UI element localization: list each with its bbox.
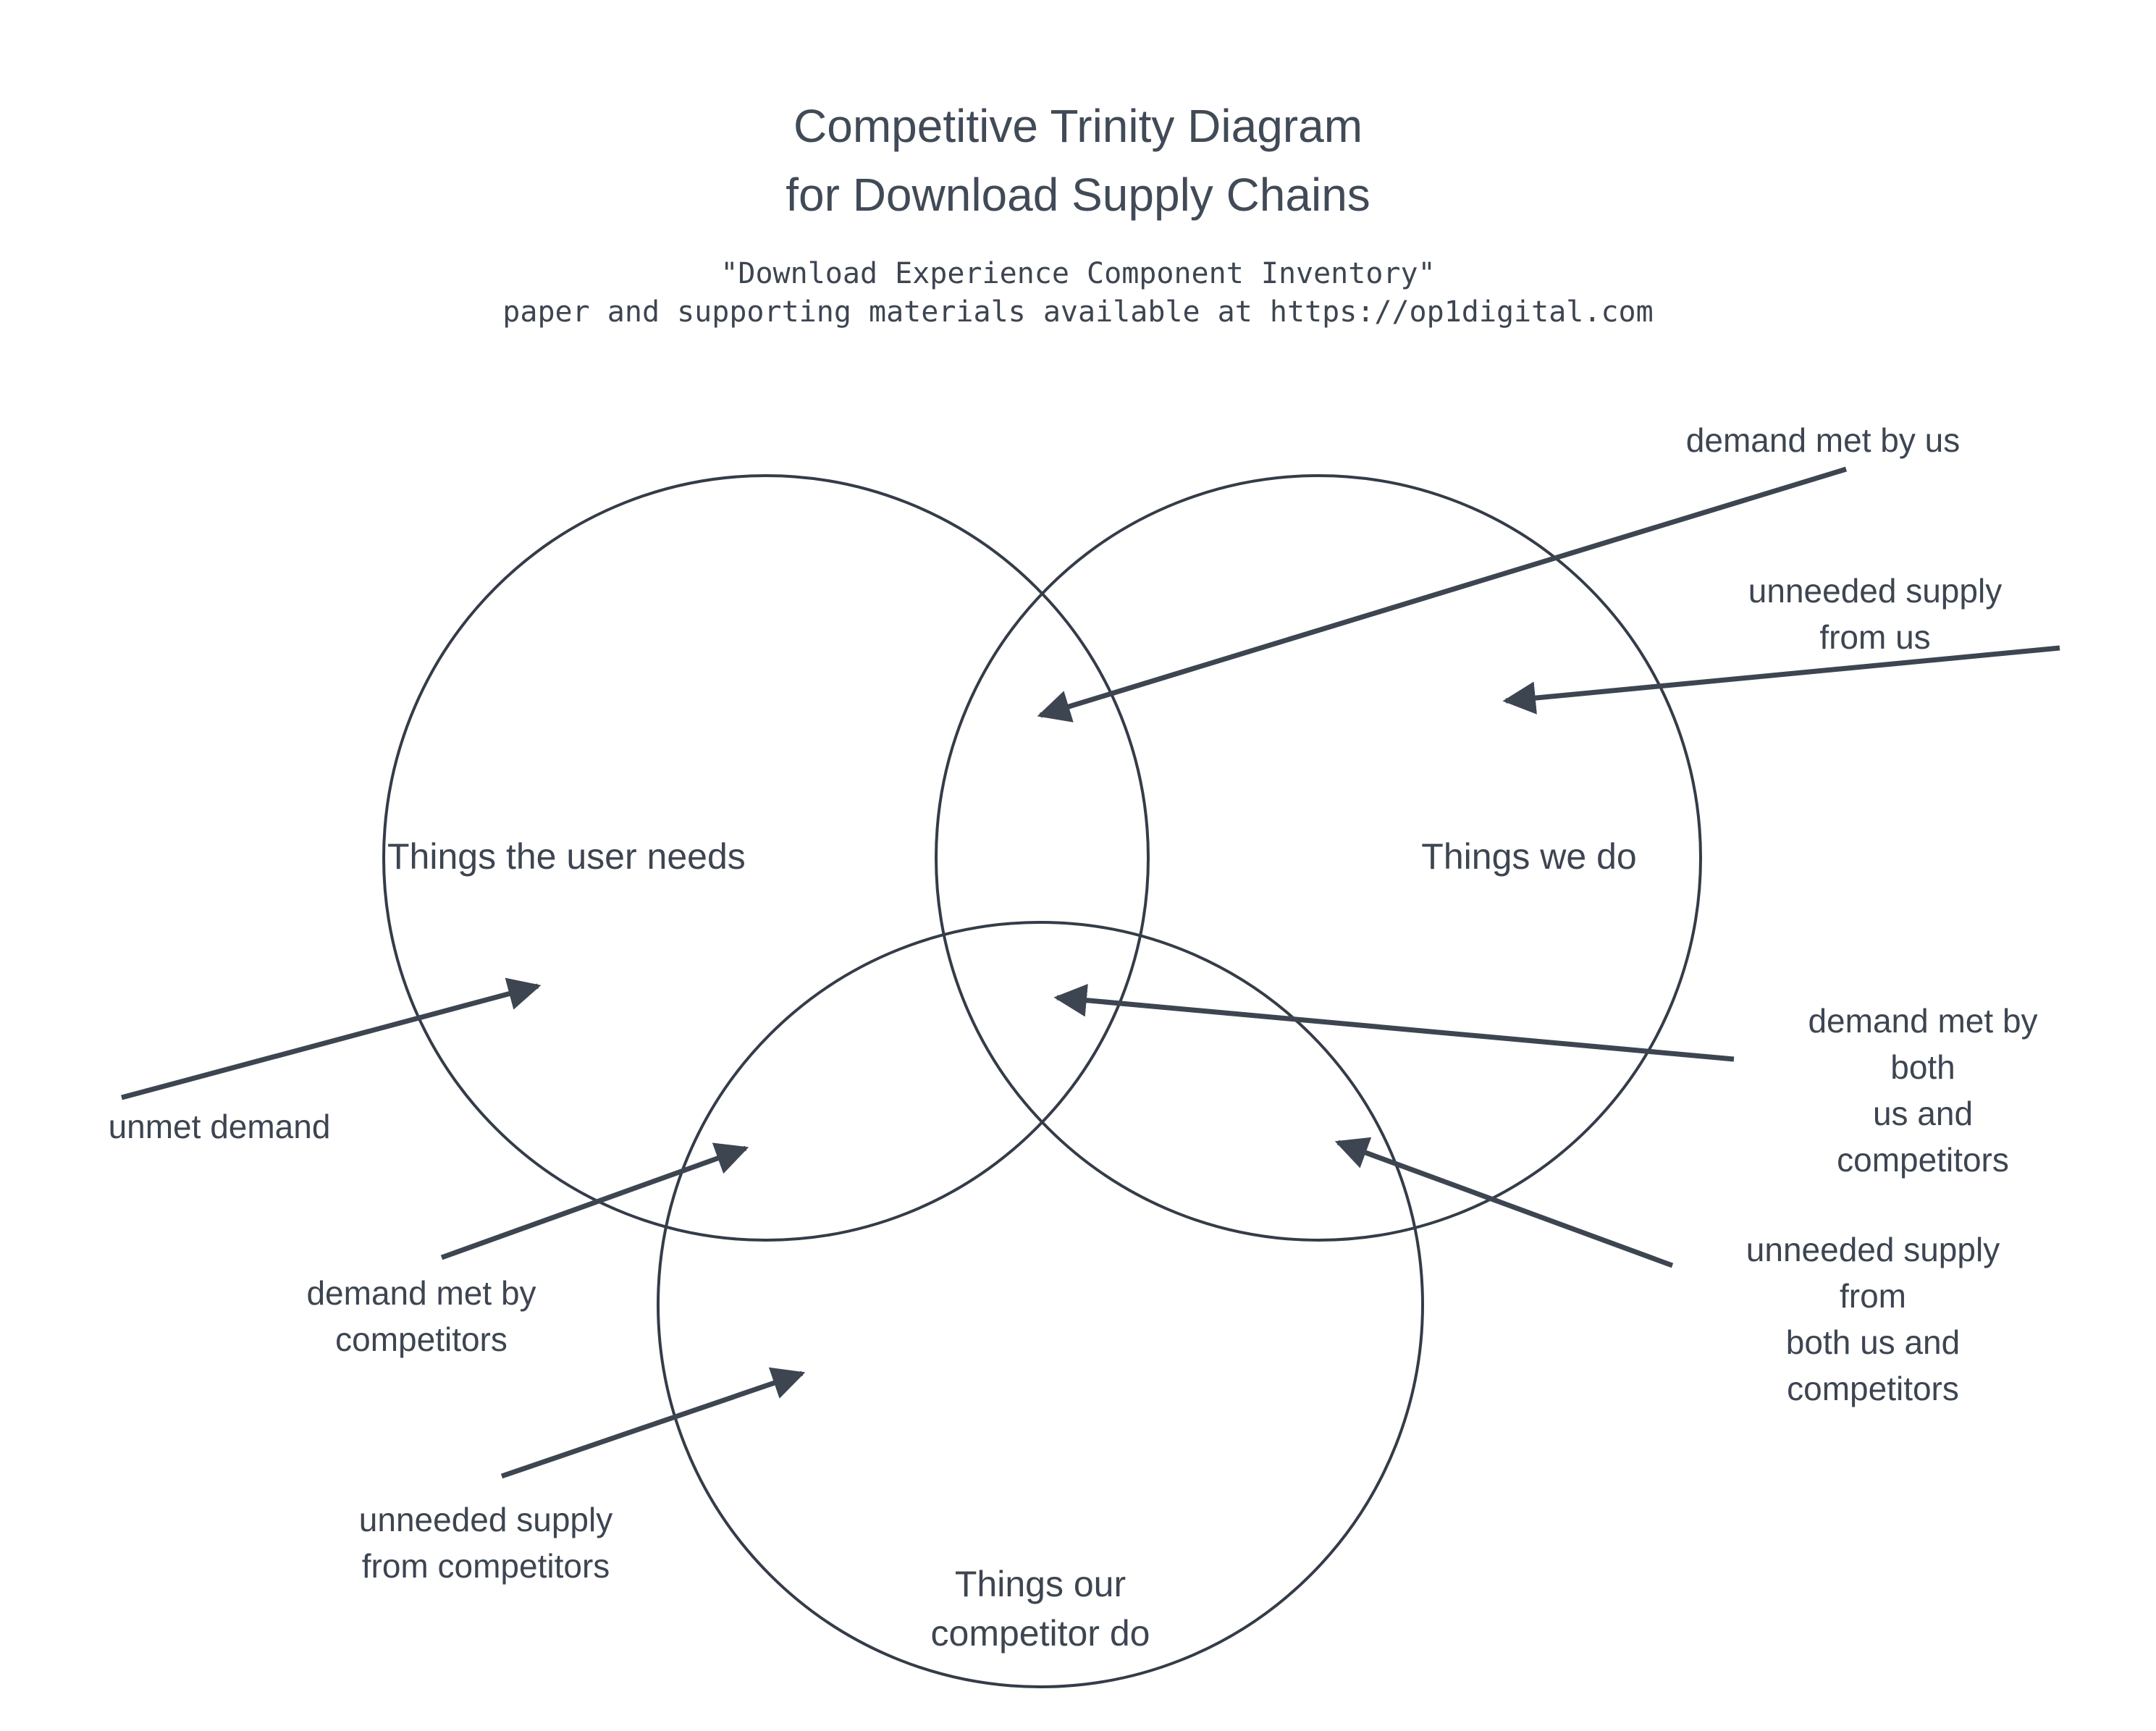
- annotation-demand-met-by-us: demand met by us: [1685, 421, 1961, 459]
- circle-label-user-needs: Things the user needs: [387, 836, 746, 877]
- circle-label-we-do: Things we do: [1421, 836, 1637, 877]
- page-title: Competitive Trinity Diagram for Download…: [786, 100, 1370, 221]
- annotation-unmet-demand: unmet demand: [108, 1108, 331, 1145]
- annotation-demand-met-by-competitors: demand met by competitors: [306, 1274, 536, 1358]
- annotation-unneeded-supply-from-us: unneeded supply from us: [1748, 572, 2003, 656]
- circle-user-needs: [382, 474, 1150, 1242]
- circle-we-do: [935, 474, 1702, 1242]
- arrow-demand-met-by-both: [1053, 984, 1735, 1062]
- circle-competitor-do: [657, 921, 1424, 1688]
- annotation-demand-met-by-both: demand met by both us and competitors: [1808, 1002, 2038, 1179]
- arrow-demand-met-by-competitors: [440, 1142, 749, 1260]
- arrow-unmet-demand: [121, 977, 542, 1100]
- annotation-unneeded-supply-from-both: unneeded supply from both us and competi…: [1746, 1231, 2000, 1407]
- arrow-unneeded-supply-from-us: [1502, 645, 2060, 715]
- arrow-demand-met-by-us: [1037, 466, 1848, 723]
- arrow-unneeded-supply-from-competitors: [500, 1367, 806, 1479]
- page-subtitle: "Download Experience Component Inventory…: [502, 257, 1654, 329]
- annotation-unneeded-supply-from-competitors: unneeded supply from competitors: [358, 1501, 613, 1585]
- circle-label-competitor-do: Things our competitor do: [930, 1564, 1150, 1654]
- arrow-unneeded-supply-from-both: [1334, 1137, 1674, 1268]
